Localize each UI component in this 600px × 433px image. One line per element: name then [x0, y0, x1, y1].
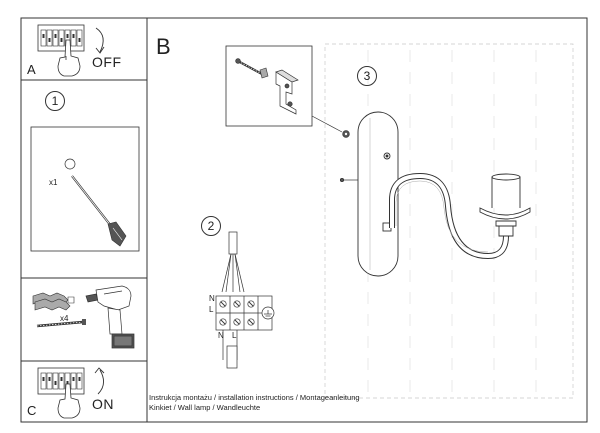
panel-c-action: ON	[92, 396, 114, 412]
terminal-top-l: L	[209, 305, 214, 314]
caption-line-2: Kinkiet / Wall lamp / Wandleuchte	[149, 403, 261, 412]
hand-icon-c	[57, 383, 81, 419]
wall-plugs-icon	[32, 292, 75, 311]
outer-frame	[20, 17, 588, 423]
wall-lamp-drawing	[339, 111, 531, 277]
tools-quantity: x4	[60, 314, 69, 323]
curved-arrow-up-icon	[94, 367, 105, 395]
terminal-bottom-l: L	[232, 331, 237, 340]
panel-c-letter: C	[27, 403, 37, 418]
power-drill-icon	[85, 285, 135, 349]
step-three-number: 3	[357, 66, 377, 86]
panel-a-letter: A	[27, 62, 36, 77]
switchboard-icon-a	[37, 24, 85, 52]
terminal-top-n: N	[209, 294, 215, 303]
mounting-screw-icon	[342, 130, 350, 138]
mounting-hardware-inset	[225, 45, 313, 127]
switchboard-icon-c	[37, 367, 85, 395]
terminal-bottom-n: N	[218, 331, 224, 340]
curved-arrow-down-icon	[95, 27, 105, 54]
wiring-diagram	[215, 231, 273, 369]
wall-plate-drawing	[30, 126, 140, 252]
hand-icon-a	[57, 39, 81, 77]
panel-b-letter: B	[156, 34, 171, 59]
step-one-number: 1	[45, 91, 65, 111]
caption-line-1: Instrukcja montażu / installation instru…	[149, 393, 360, 402]
screw-icon	[36, 319, 86, 328]
ground-symbol-icon	[261, 306, 275, 320]
step-one-quantity: x1	[49, 178, 58, 187]
leader-line	[311, 115, 343, 133]
panel-a-action: OFF	[92, 54, 122, 70]
step-two-number: 2	[201, 216, 221, 236]
